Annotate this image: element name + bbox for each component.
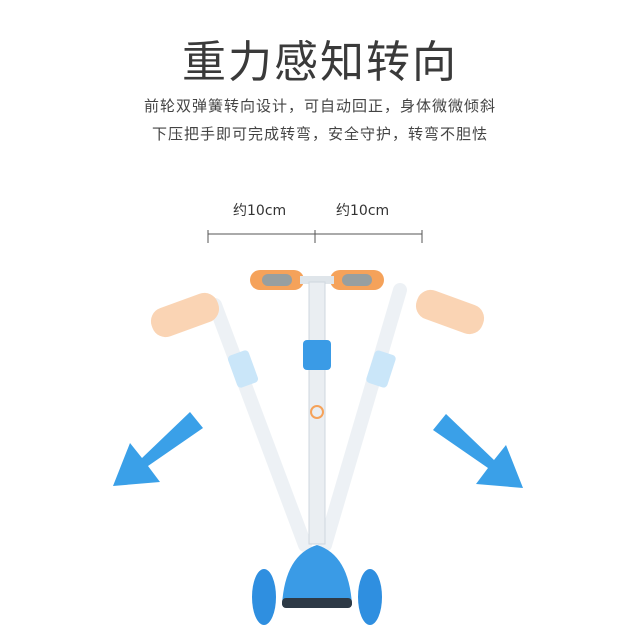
right-width-label: 约10cm <box>336 203 390 219</box>
page-title: 重力感知转向 <box>182 37 458 88</box>
upright-frame <box>250 270 384 545</box>
arrow-down-right-icon <box>433 414 523 488</box>
tilted-right-frame <box>318 283 485 552</box>
tilted-left-frame <box>150 292 312 552</box>
measurement-bracket <box>207 230 423 243</box>
left-width-label: 约10cm <box>233 203 287 219</box>
description-line-1: 前轮双弹簧转向设计，可自动回正，身体微微倾斜 <box>143 97 496 115</box>
description-line-2: 下压把手即可完成转弯，安全守护，转弯不胆怯 <box>151 125 488 143</box>
arrow-down-left-icon <box>113 412 203 486</box>
scooter-base <box>252 545 382 625</box>
